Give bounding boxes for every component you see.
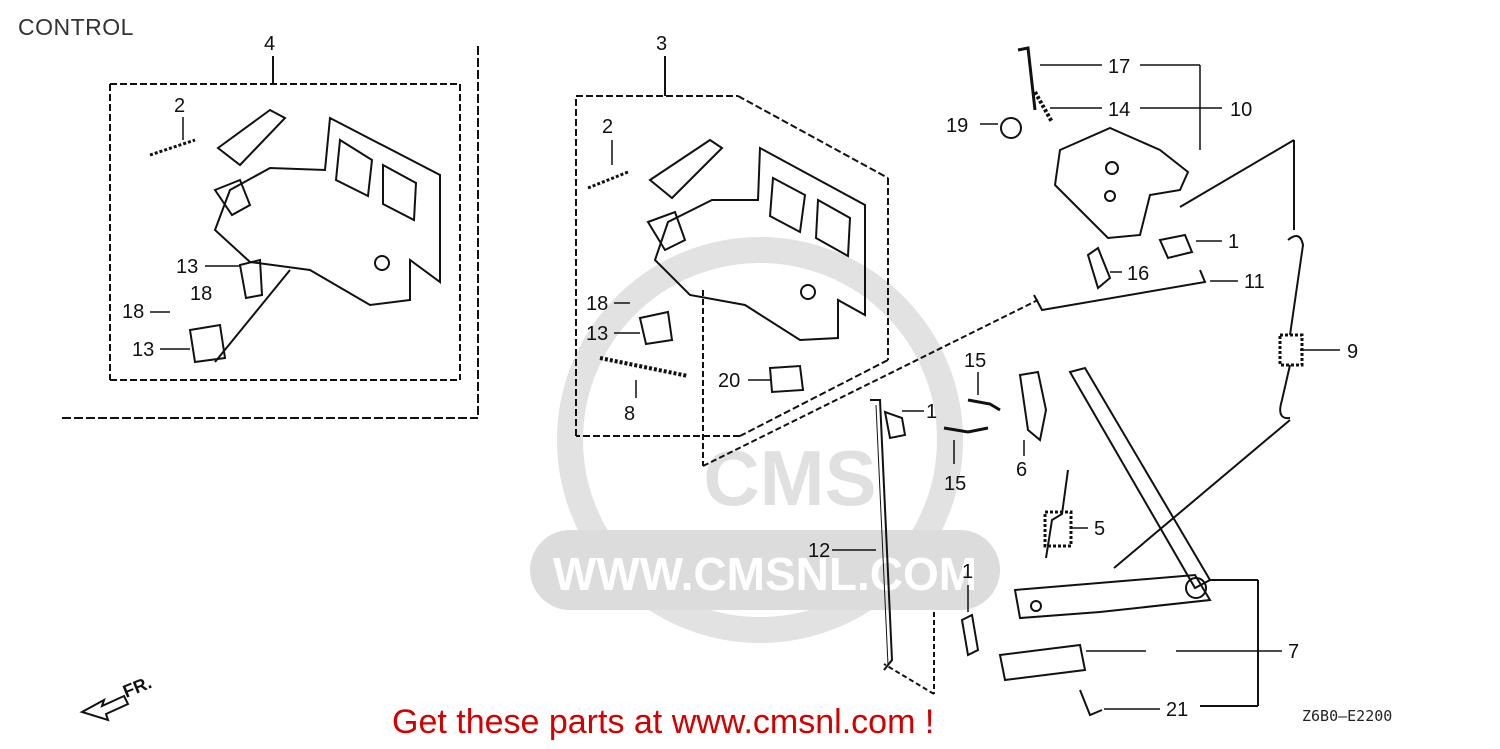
callout-9: 9 xyxy=(1347,341,1358,363)
callout-15-upper: 15 xyxy=(964,350,986,372)
callout-14: 14 xyxy=(1108,99,1130,121)
assembly-4-leaders xyxy=(150,117,240,350)
assembly-3-leaders xyxy=(611,140,770,398)
governor-arm-group xyxy=(1000,46,1295,312)
rod-labels: 1 15 15 6 12 1 xyxy=(808,350,1027,583)
assembly-4-labels: 4 2 13 18 18 13 xyxy=(122,33,275,361)
assembly-3-group xyxy=(575,56,1039,467)
control-rod-group xyxy=(870,370,1048,695)
callout-1-lower: 1 xyxy=(962,561,973,583)
callout-13-center: 13 xyxy=(586,323,608,345)
callout-20: 20 xyxy=(718,370,740,392)
watermark-brand: CMS xyxy=(703,434,876,522)
callout-12: 8 xyxy=(624,403,635,425)
callout-16: 16 xyxy=(1127,263,1149,285)
governor-lever-group xyxy=(998,366,1291,717)
callout-7: 7 xyxy=(1288,641,1299,663)
rod-leaders xyxy=(832,372,1025,612)
arrow-icon xyxy=(79,694,130,722)
front-direction-arrow: FR. xyxy=(79,672,154,722)
callout-2-left: 2 xyxy=(174,95,185,117)
parts-banner-link[interactable]: Get these parts at www.cmsnl.com ! xyxy=(392,703,935,741)
lever-labels: 5 7 21 xyxy=(1094,518,1299,721)
callout-21: 21 xyxy=(1166,699,1188,721)
callout-18-center: 18 xyxy=(586,293,608,315)
callout-15-lower: 15 xyxy=(944,473,966,495)
callout-1-upper: 1 xyxy=(1228,231,1239,253)
callout-4: 4 xyxy=(264,33,275,55)
assembly-3-labels: 3 2 18 13 20 8 xyxy=(586,33,740,425)
callout-3: 3 xyxy=(656,33,667,55)
callout-10: 10 xyxy=(1230,99,1252,121)
fr-label: FR. xyxy=(120,672,154,701)
page-title: CONTROL xyxy=(18,14,134,40)
callout-19: 19 xyxy=(946,115,968,137)
callout-11: 11 xyxy=(1244,271,1265,293)
callout-1-mid: 1 xyxy=(926,401,937,423)
callout-8: 12 xyxy=(808,540,830,562)
governor-leaders xyxy=(980,64,1340,351)
diagram-code: Z6B0—E2200 xyxy=(1302,707,1393,725)
governor-spring-9 xyxy=(1278,235,1305,420)
callout-18-left-outer: 18 xyxy=(122,301,144,323)
governor-labels: 17 14 10 19 1 16 11 9 xyxy=(946,56,1358,363)
callout-5: 5 xyxy=(1094,518,1105,540)
assembly-4-group xyxy=(62,46,479,419)
callout-18-left-inner: 18 xyxy=(190,283,212,305)
callout-6: 6 xyxy=(1016,459,1027,481)
watermark-url: WWW.CMSNL.COM xyxy=(553,548,977,600)
callout-2-center: 2 xyxy=(602,116,613,138)
callout-13-left-lower: 13 xyxy=(132,339,154,361)
callout-17: 17 xyxy=(1108,56,1130,78)
callout-13-left-upper: 13 xyxy=(176,256,198,278)
lever-leaders xyxy=(1072,527,1282,710)
